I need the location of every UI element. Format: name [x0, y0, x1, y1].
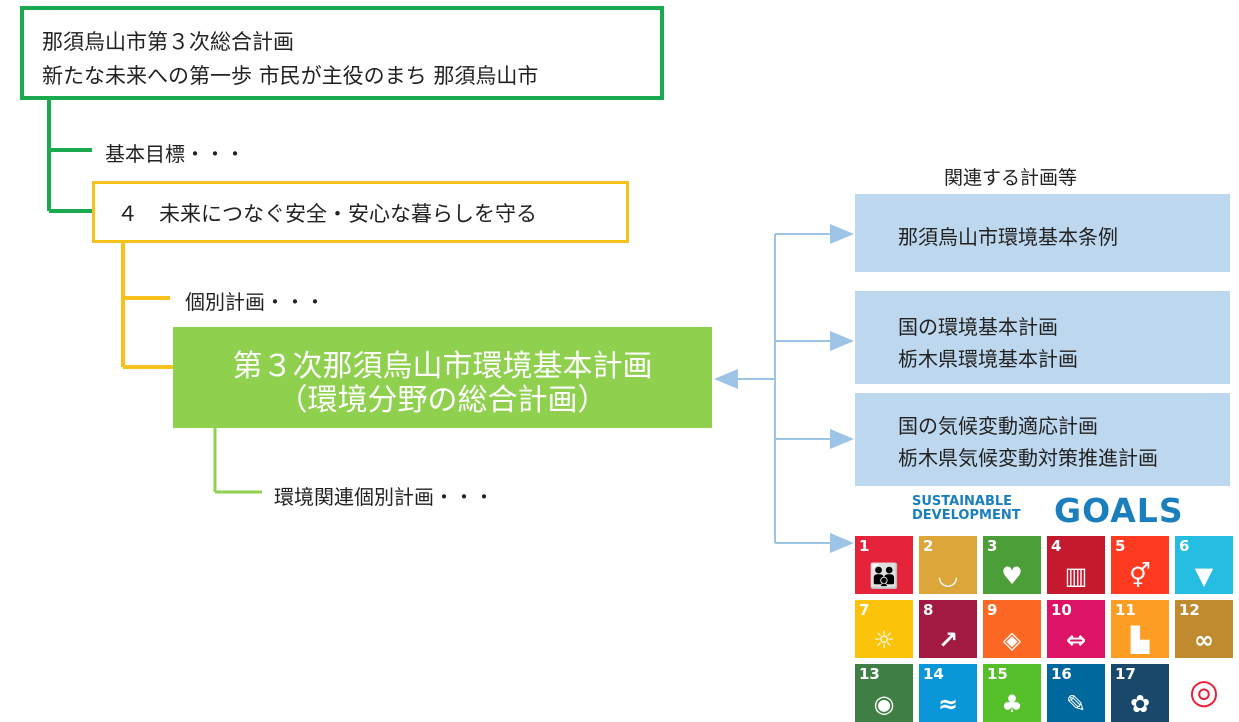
sdg-tile-number: 9 — [987, 601, 998, 619]
sdg-tile-number: 3 — [987, 537, 998, 555]
sdg-tile-5: 5⚥ — [1111, 536, 1169, 594]
sdg-tile-15: 15 ♣ — [983, 664, 1041, 722]
sdg-tile-8: 8↗ — [919, 600, 977, 658]
growth-chart-icon: ↗ — [937, 626, 959, 654]
sdg-tile-3: 3♥ — [983, 536, 1041, 594]
sdgs-grid: 1👪2◡3♥4▥5⚥6▼7☼8↗9◈10⇔11▙12∞13◉14≈15♣16✎1… — [855, 536, 1233, 722]
sdg-tile-number: 6 — [1179, 537, 1190, 555]
sdg-tile-11: 11 ▙ — [1111, 600, 1169, 658]
related-box-line: 国の気候変動適応計画 — [898, 414, 1098, 438]
sdg-tile-13: 13 ◉ — [855, 664, 913, 722]
sun-icon: ☼ — [873, 626, 895, 654]
sdg-tile-number: 8 — [923, 601, 934, 619]
sdg-tile-16: 16 ✎ — [1047, 664, 1105, 722]
sdgs-logo-small-text: SUSTAINABLE DEVELOPMENT — [912, 495, 1021, 523]
sdg-tile-number: 14 — [923, 665, 944, 683]
goal-text: ４ 未来につなぐ安全・安心な暮らしを守る — [117, 202, 537, 226]
sdg-tile-number: 13 — [859, 665, 880, 683]
related-box-line: 栃木県気候変動対策推進計画 — [898, 446, 1158, 470]
sdg-tile-number: 5 — [1115, 537, 1126, 555]
main-plan-subtitle: （環境分野の総合計画） — [277, 383, 608, 418]
sdg-tile-14: 14 ≈ — [919, 664, 977, 722]
book-icon: ▥ — [1064, 562, 1088, 590]
individual-plan-label: 個別計画・・・ — [185, 290, 325, 314]
sdg-tile-wheel: ◎ — [1175, 664, 1233, 722]
sdgs-logo-development: DEVELOPMENT — [912, 508, 1021, 523]
env-individual-plan-label: 環境関連個別計画・・・ — [274, 485, 494, 509]
equality-icon: ⇔ — [1065, 626, 1087, 654]
fish-icon: ≈ — [937, 690, 959, 718]
dove-icon: ✎ — [1065, 690, 1087, 718]
water-icon: ▼ — [1194, 562, 1214, 590]
sdg-tile-2: 2◡ — [919, 536, 977, 594]
heartbeat-icon: ♥ — [1001, 562, 1023, 590]
city-icon: ▙ — [1130, 626, 1150, 654]
sdg-tile-number: 4 — [1051, 537, 1062, 555]
sdg-tile-6: 6▼ — [1175, 536, 1233, 594]
gender-icon: ⚥ — [1129, 562, 1151, 590]
comprehensive-plan-box: 那須烏山市第３次総合計画 新たな未来への第一歩 市民が主役のまち 那須烏山市 — [20, 6, 664, 100]
related-box-environment-plans: 国の環境基本計画 栃木県環境基本計画 — [855, 291, 1230, 384]
sdg-tile-1: 1👪 — [855, 536, 913, 594]
sdg-tile-12: 12 ∞ — [1175, 600, 1233, 658]
sdg-tile-number: 12 — [1179, 601, 1200, 619]
related-box-line: 那須烏山市環境基本条例 — [898, 225, 1118, 249]
sdg-tile-number: 16 — [1051, 665, 1072, 683]
sdgs-logo-goals: GOALS — [1054, 491, 1184, 530]
sdg-tile-9: 9◈ — [983, 600, 1041, 658]
related-box-ordinance: 那須烏山市環境基本条例 — [855, 194, 1230, 272]
environment-basic-plan-box: 第３次那須烏山市環境基本計画 （環境分野の総合計画） — [173, 327, 712, 428]
sdg-tile-4: 4▥ — [1047, 536, 1105, 594]
sdg-tile-number: 1 — [859, 537, 870, 555]
related-box-climate-plans: 国の気候変動適応計画 栃木県気候変動対策推進計画 — [855, 393, 1230, 486]
sdg-tile-number: 10 — [1051, 601, 1072, 619]
sdg-tile-number: 7 — [859, 601, 870, 619]
infinity-icon: ∞ — [1194, 626, 1214, 654]
sdg-tile-number: 15 — [987, 665, 1008, 683]
goal-box: ４ 未来につなぐ安全・安心な暮らしを守る — [92, 181, 629, 243]
sdg-tile-10: 10 ⇔ — [1047, 600, 1105, 658]
partnership-icon: ✿ — [1129, 690, 1151, 718]
comprehensive-plan-title: 那須烏山市第３次総合計画 — [42, 30, 294, 54]
earth-eye-icon: ◉ — [873, 690, 895, 718]
sdg-tile-7: 7☼ — [855, 600, 913, 658]
bowl-icon: ◡ — [938, 562, 958, 590]
sdg-tile-17: 17 ✿ — [1111, 664, 1169, 722]
comprehensive-plan-slogan: 新たな未来への第一歩 市民が主役のまち 那須烏山市 — [42, 64, 539, 88]
sdg-tile-number: 17 — [1115, 665, 1136, 683]
tree-icon: ♣ — [1001, 690, 1023, 718]
cubes-icon: ◈ — [1002, 626, 1022, 654]
family-icon: 👪 — [869, 562, 899, 590]
sdg-tile-number: 11 — [1115, 601, 1136, 619]
related-plans-heading: 関連する計画等 — [944, 167, 1078, 189]
sdg-tile-number: 2 — [923, 537, 934, 555]
main-plan-title: 第３次那須烏山市環境基本計画 — [232, 349, 653, 384]
related-box-line: 栃木県環境基本計画 — [898, 347, 1078, 371]
related-box-line: 国の環境基本計画 — [898, 315, 1058, 339]
sdg-wheel-icon: ◎ — [1189, 672, 1219, 712]
sdgs-logo-sustainable: SUSTAINABLE — [912, 494, 1013, 509]
basic-goal-label: 基本目標・・・ — [105, 142, 245, 166]
